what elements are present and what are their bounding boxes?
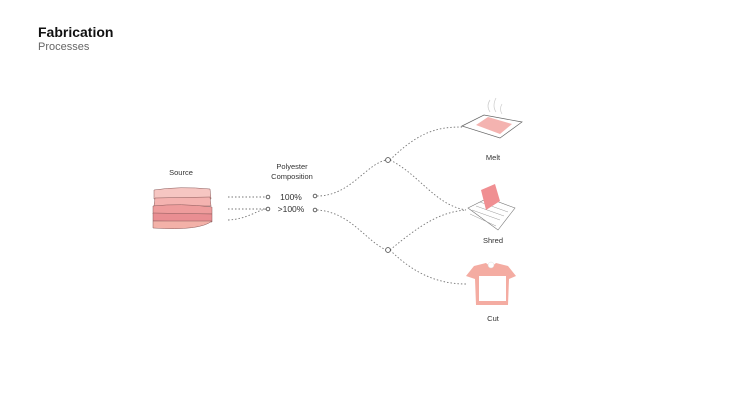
node-100-right[interactable]: [312, 193, 318, 199]
process-shred-label: Shred: [482, 236, 504, 245]
shred-icon: [467, 184, 516, 231]
page-subtitle: Processes: [38, 41, 90, 53]
option-over100[interactable]: >100%: [277, 204, 305, 214]
connector-100-node1: [316, 159, 387, 197]
connector-to-cut: [389, 249, 467, 285]
connector-source-over100-b: [227, 208, 267, 221]
page-title: Fabrication: [38, 24, 114, 40]
composition-label-line2: Composition: [271, 172, 313, 181]
node-over100-right[interactable]: [312, 207, 318, 213]
branch-node-1[interactable]: [385, 157, 391, 163]
fabric-stack-icon: [152, 187, 213, 229]
process-melt-label: Melt: [485, 153, 501, 162]
branch-node-2[interactable]: [385, 247, 391, 253]
tshirt-icon: [466, 261, 516, 305]
connector-over100-node2: [316, 209, 387, 251]
melt-icon: [461, 97, 523, 139]
connectors: [227, 126, 467, 285]
node-over100-left[interactable]: [265, 206, 271, 212]
connector-to-shred-b: [389, 209, 467, 251]
node-100-left[interactable]: [265, 194, 271, 200]
process-cut-label: Cut: [487, 314, 499, 323]
connector-to-shred-a: [389, 159, 467, 211]
composition-label-line1: Polyester: [276, 162, 308, 171]
option-100[interactable]: 100%: [280, 192, 302, 202]
connector-to-melt: [389, 126, 463, 161]
source-label: Source: [169, 168, 193, 177]
